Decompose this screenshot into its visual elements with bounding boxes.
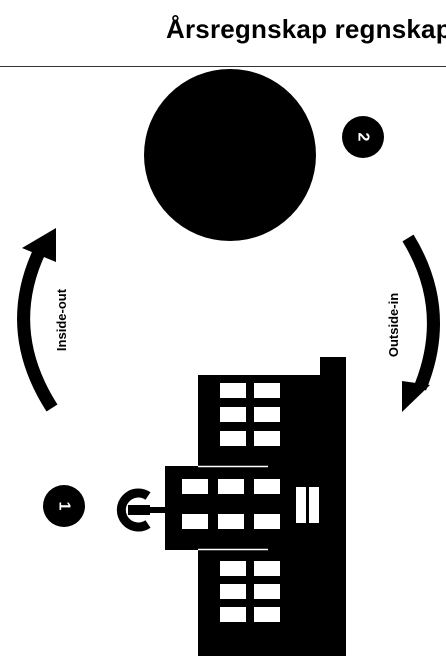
inside-out-label: Inside-out [54,288,69,351]
environment-circle [144,69,316,241]
badge-one-label: 1 [56,502,73,511]
outside-in-arrow [402,234,440,412]
building-icon [165,357,346,656]
page-title: Årsregnskap regnskap [166,14,446,44]
badge-one: 1 [43,485,85,527]
title-divider [0,66,446,67]
badge-two-label: 2 [355,133,372,142]
power-logo-icon [116,488,166,532]
badge-two: 2 [342,116,384,158]
inside-out-arrow [17,228,58,412]
outside-in-label: Outside-in [386,293,401,357]
